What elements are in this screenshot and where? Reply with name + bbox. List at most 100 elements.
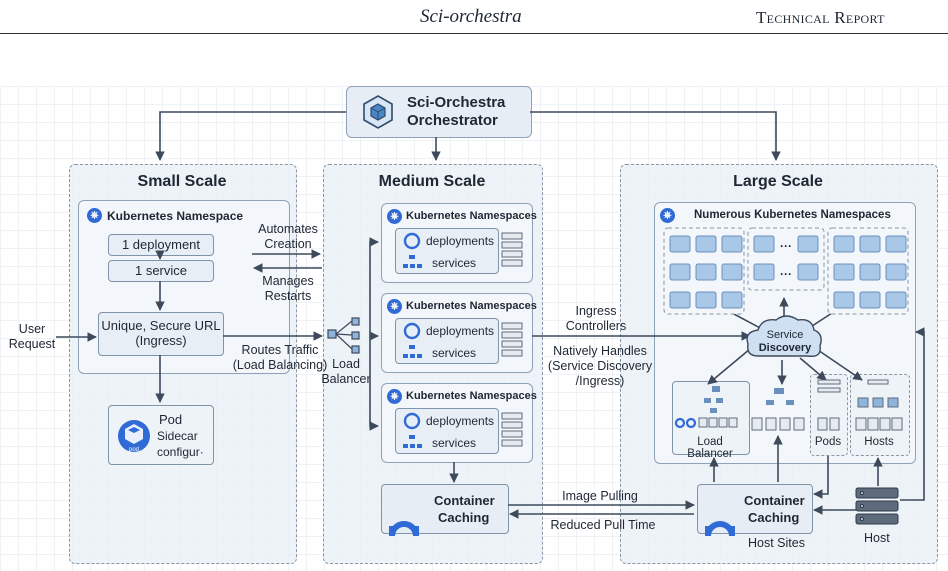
kubernetes-icon: ⎈ — [387, 299, 402, 314]
service-discovery-line2: Discovery — [759, 342, 812, 354]
medium-namespace-2-title: Kubernetes Namespaces — [406, 300, 537, 312]
large-caching-line2: Caching — [748, 510, 800, 525]
arrow-pods-to-caching — [813, 456, 829, 499]
medium-namespace-3-services: services — [432, 436, 477, 450]
large-node-group-middle — [747, 227, 825, 291]
large-hosts-label: Hosts — [864, 436, 894, 448]
ingress-controllers-label: Ingress Controllers — [556, 304, 636, 334]
medium-namespace-3-deployments: deployments — [426, 414, 495, 428]
small-service-box: 1 service — [108, 260, 214, 282]
server-stack-icon — [501, 232, 523, 267]
user-request-line2: Request — [8, 337, 56, 351]
ingress-ctrl-line2: Controllers — [565, 319, 627, 333]
load-balancer-icon — [327, 317, 360, 354]
service-discovery-line1: Service — [767, 329, 804, 341]
cloud-icon — [746, 315, 822, 357]
user-request-label: User Request — [4, 322, 60, 352]
medium-namespace-icons — [403, 232, 523, 448]
reduced-pull-time-label: Reduced Pull Time — [550, 518, 656, 532]
natively-handles-label: Natively Handles (Service Discovery /Ing… — [544, 344, 656, 389]
ellipsis-row2: ··· — [780, 267, 792, 281]
large-center-tree — [751, 388, 805, 431]
arrow-host-to-large-panel — [900, 327, 925, 501]
medium-namespace-1-title: Kubernetes Namespaces — [406, 210, 537, 222]
hierarchy-icon — [403, 255, 422, 268]
lb-line1: Load — [332, 357, 360, 371]
refresh-icon — [403, 322, 421, 340]
large-pods-stack — [817, 379, 841, 431]
large-namespaces-title: Numerous Kubernetes Namespaces — [694, 209, 891, 221]
cube-icon — [363, 95, 393, 129]
magnet-icon — [705, 521, 735, 537]
orchestrator-box: Sci-Orchestra Orchestrator — [346, 86, 532, 138]
arrow-discovery-se — [799, 357, 827, 381]
header-report-label: Technical Report — [756, 8, 885, 27]
small-namespace-panel: ⎈ Kubernetes Namespace — [78, 200, 290, 374]
large-scale-title: Large Scale — [733, 173, 823, 190]
kubernetes-icon: ⎈ — [87, 208, 102, 223]
user-request-line1: User — [18, 322, 46, 336]
small-deployment-box: 1 deployment — [108, 234, 214, 256]
arrow-lb-branches — [369, 237, 379, 336]
pod-line2: configur· — [157, 445, 204, 459]
large-node-group-left — [663, 227, 745, 315]
large-host-label: Host — [864, 531, 890, 545]
server-stack-icon — [501, 322, 523, 357]
server-icon — [855, 487, 899, 525]
pod-title: Pod — [159, 412, 183, 427]
large-node-group-right — [827, 227, 909, 315]
orchestrator-title-line2: Orchestrator — [407, 112, 498, 129]
pod-line1: Sidecar — [157, 429, 198, 443]
header-title: Sci-orchestra — [420, 6, 522, 27]
arrow-orch-to-small — [155, 111, 346, 161]
routes-line1: Routes Traffic — [241, 343, 319, 357]
medium-namespace-1-services: services — [432, 256, 477, 270]
orchestrator-title-line1: Sci-Orchestra — [407, 94, 506, 111]
small-ingress-line1: Unique, Secure URL — [101, 318, 221, 333]
header-rule — [0, 33, 948, 34]
automates-creation-label: Automates Creation — [252, 222, 324, 252]
kubernetes-icon: ⎈ — [387, 209, 402, 224]
refresh-icon — [403, 412, 421, 430]
large-load-balancer-label: Load Balancer — [687, 436, 733, 460]
natively-line2: (Service Discovery — [547, 359, 653, 373]
automates-line1: Automates — [258, 222, 318, 236]
refresh-icon — [403, 232, 421, 250]
large-container-caching-box: Container Caching — [697, 484, 813, 534]
large-lb-diagram — [674, 386, 738, 429]
medium-namespace-2-deployments: deployments — [426, 324, 495, 338]
image-pulling-label: Image Pulling — [562, 489, 638, 503]
pod-icon-text: pod — [129, 447, 139, 453]
small-scale-title: Small Scale — [137, 173, 227, 190]
kubernetes-icon: ⎈ — [387, 389, 402, 404]
natively-line1: Natively Handles — [553, 344, 647, 358]
hierarchy-icon — [403, 435, 422, 448]
large-host-sites-label: Host Sites — [748, 536, 805, 550]
manages-line1: Manages — [262, 274, 314, 288]
medium-namespace-3-title: Kubernetes Namespaces — [406, 390, 537, 402]
large-pods-panel — [810, 374, 848, 456]
small-ingress-box: Unique, Secure URL (Ingress) — [98, 312, 224, 356]
small-ingress-line2: (Ingress) — [135, 333, 187, 348]
magnet-icon — [389, 521, 419, 537]
server-stack-icon — [501, 412, 523, 447]
natively-line3: /Ingress) — [575, 374, 625, 388]
manages-line2: Restarts — [264, 289, 312, 303]
automates-line2: Creation — [264, 237, 312, 251]
medium-scale-title: Medium Scale — [378, 173, 486, 190]
large-caching-line1: Container — [744, 493, 805, 508]
lb-line2: Balancer — [321, 372, 371, 386]
medium-namespace-1-deployments: deployments — [426, 234, 495, 248]
routes-line2: (Load Balancing) — [232, 358, 328, 372]
load-balancer-label: Load Balancer — [318, 357, 374, 387]
ellipsis-row1: ··· — [780, 239, 792, 253]
medium-caching-line1: Container — [434, 493, 495, 508]
arrow-orch-to-large — [530, 111, 781, 161]
medium-namespace-2-services: services — [432, 346, 477, 360]
hierarchy-icon — [403, 345, 422, 358]
pod-icon: pod — [118, 420, 150, 453]
large-hosts-tree — [855, 379, 903, 431]
arrow-lb-to-ns3 — [369, 336, 379, 431]
kubernetes-icon: ⎈ — [660, 208, 675, 223]
